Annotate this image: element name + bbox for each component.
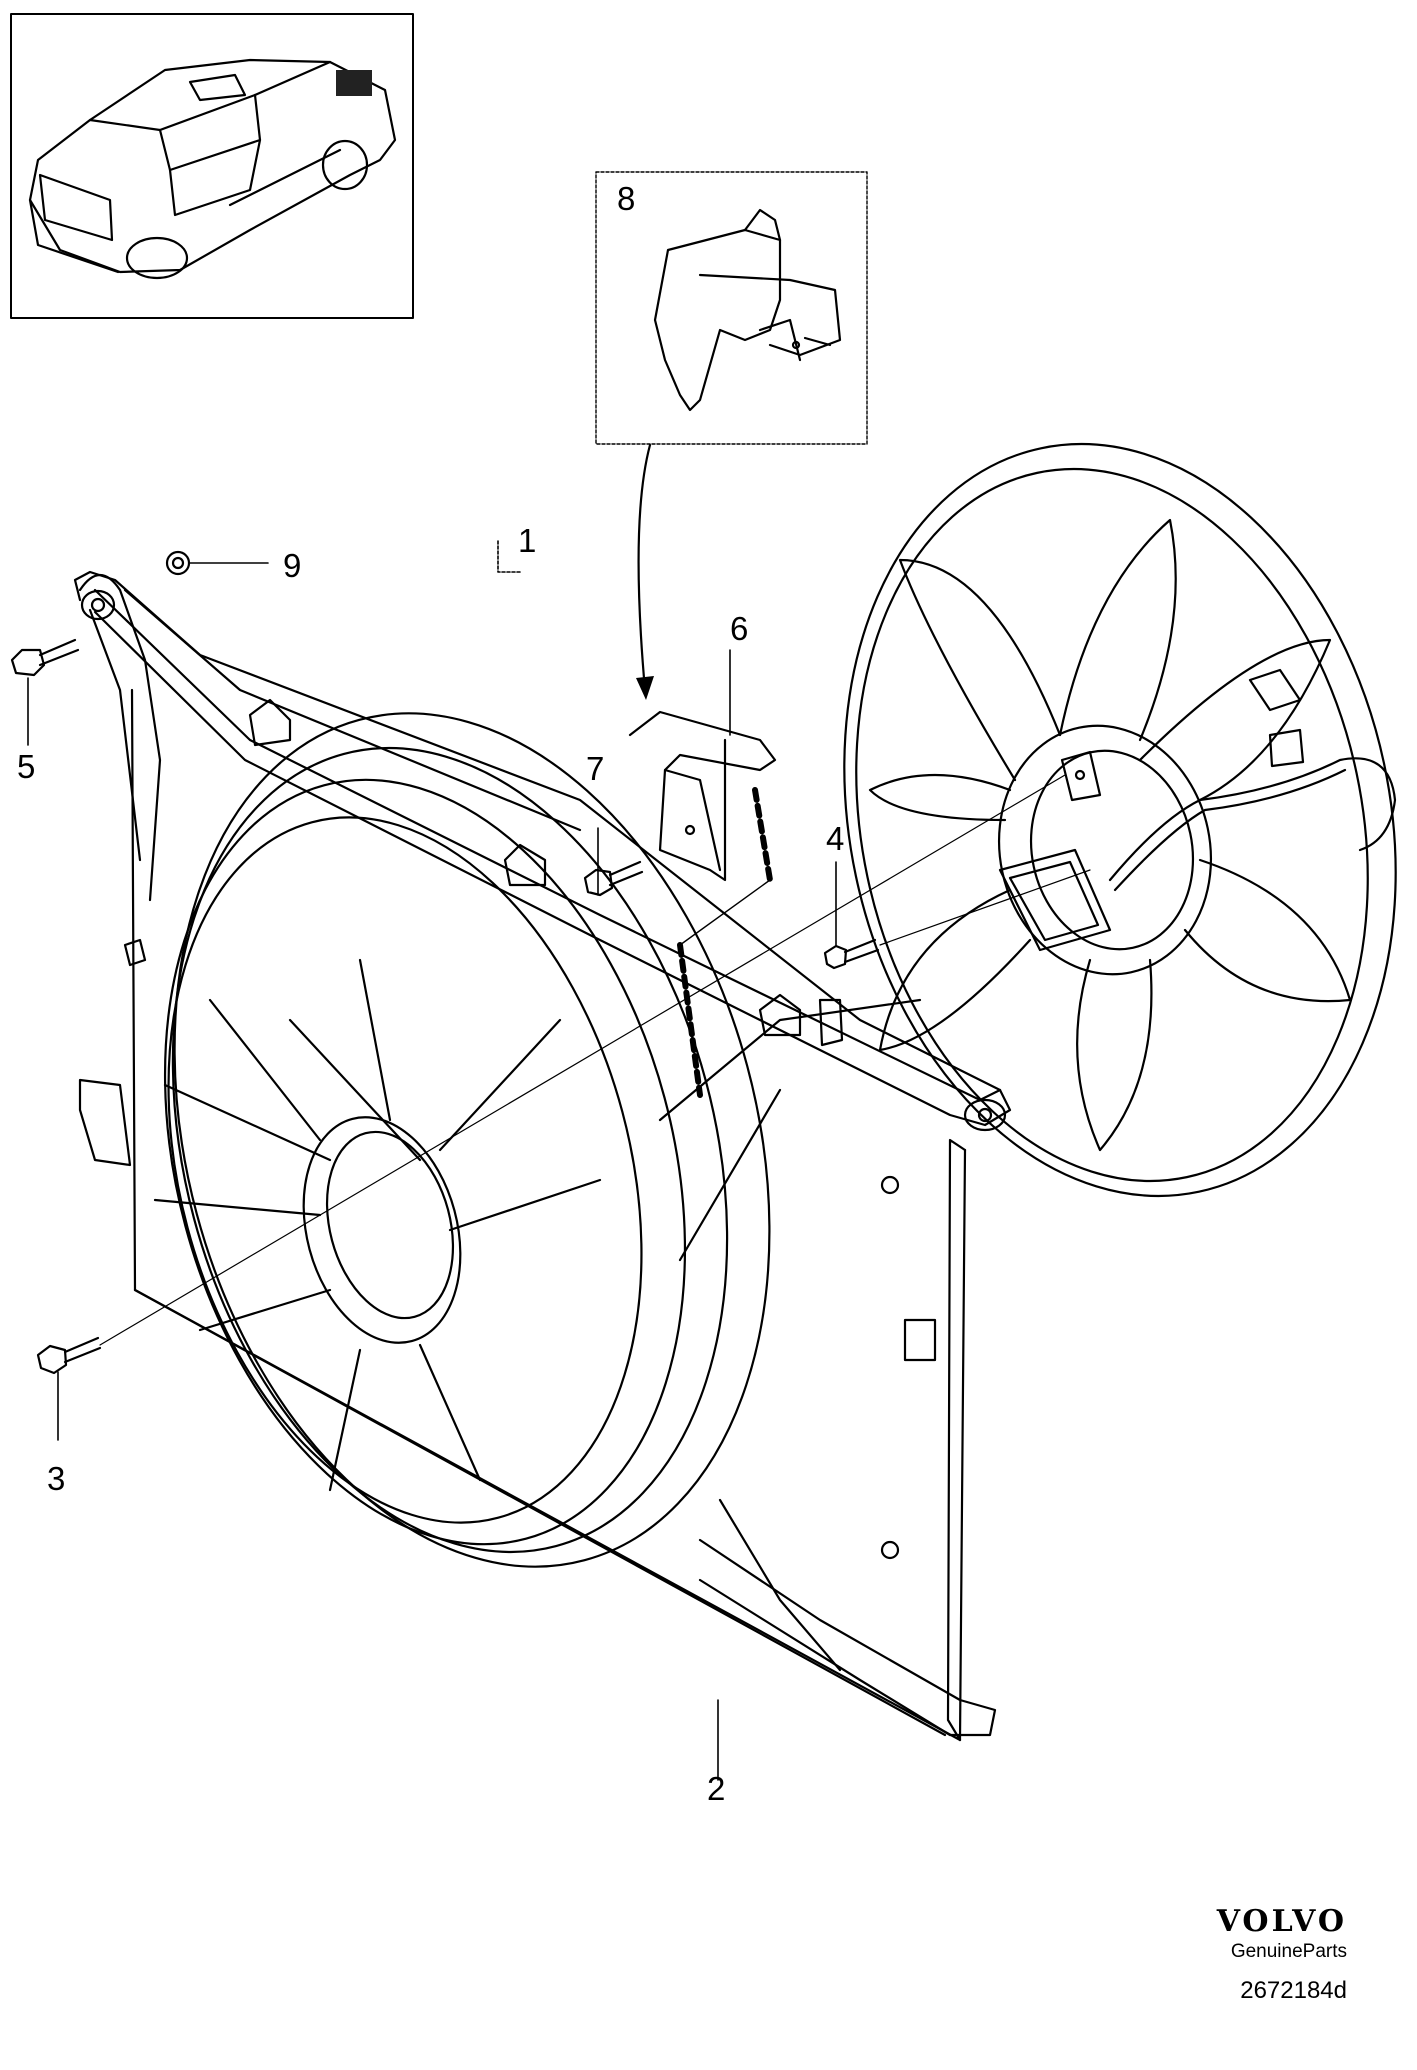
- callout-5: 5: [17, 748, 35, 785]
- leader-lines: [27, 539, 1091, 1781]
- car-outline-icon: [28, 58, 397, 280]
- location-marker: [336, 70, 372, 96]
- callout-1: 1: [518, 522, 536, 559]
- screw-5: [10, 638, 80, 677]
- callout-9: 9: [283, 547, 301, 584]
- screw-7: [583, 860, 644, 897]
- callout-6: 6: [730, 610, 748, 647]
- callout-4: 4: [826, 820, 844, 857]
- callout-2: 2: [707, 1770, 725, 1807]
- fan-shroud: [73, 570, 1012, 1742]
- callout-3: 3: [47, 1460, 65, 1497]
- nut-9: [165, 550, 191, 576]
- brand-subtitle: GenuineParts: [1230, 1941, 1347, 1962]
- screw-3: [36, 1336, 102, 1375]
- fan-motor-assembly: [843, 442, 1397, 1198]
- clip-bracket-detail: [653, 208, 842, 412]
- diagram-code: 2672184d: [1240, 1977, 1347, 2004]
- item-8-inset: [595, 171, 868, 445]
- bracket-6: [628, 710, 777, 1098]
- screw-4: [823, 938, 880, 970]
- car-location-inset: [10, 13, 414, 319]
- callout-8: 8: [617, 180, 635, 217]
- reference-arrow-8-6: [637, 443, 652, 692]
- brand-block: VOLVO GenuineParts 2672184d: [1217, 1904, 1347, 2005]
- volvo-logo: VOLVO: [1216, 1904, 1347, 1939]
- callout-7: 7: [586, 750, 604, 787]
